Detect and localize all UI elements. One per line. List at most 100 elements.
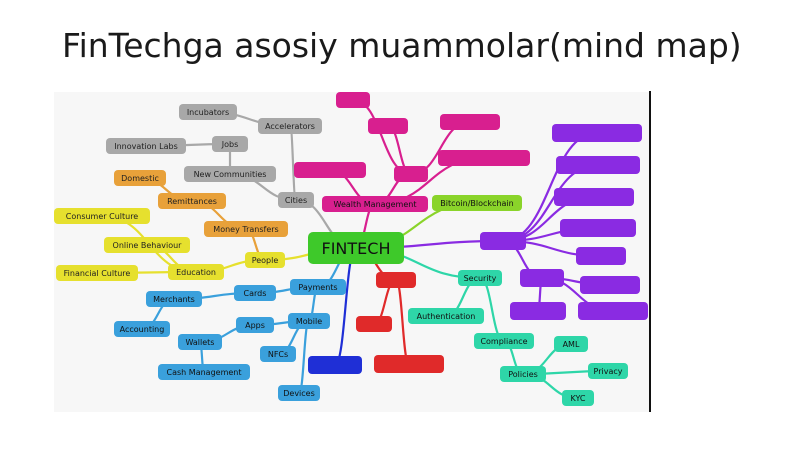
node-merchants: Merchants bbox=[146, 291, 202, 307]
node-box bbox=[438, 150, 530, 166]
node-label: Jobs bbox=[221, 140, 239, 149]
edge-cities-accelerators bbox=[288, 124, 298, 202]
node-p-9 bbox=[578, 302, 648, 320]
node-mobile: Mobile bbox=[288, 313, 330, 329]
center-node: FINTECH bbox=[308, 232, 404, 264]
node-box bbox=[114, 170, 166, 186]
node-kyc: KYC bbox=[562, 390, 594, 406]
node-box bbox=[288, 313, 330, 329]
node-m-1 bbox=[336, 92, 370, 108]
node-label: Bitcoin/Blockchain bbox=[440, 199, 513, 208]
node-box bbox=[500, 366, 546, 382]
node-box bbox=[114, 321, 170, 337]
node-label: Online Behaviour bbox=[113, 241, 183, 250]
node-box bbox=[588, 363, 628, 379]
node-box bbox=[294, 162, 366, 178]
node-label: Authentication bbox=[417, 312, 476, 321]
node-label: Cash Management bbox=[167, 368, 242, 377]
node-label: Wallets bbox=[186, 338, 215, 347]
node-box bbox=[278, 192, 314, 208]
node-box bbox=[458, 270, 502, 286]
node-box bbox=[158, 193, 226, 209]
node-m-6 bbox=[294, 162, 366, 178]
node-label: Devices bbox=[283, 389, 315, 398]
node-wealth-management: Wealth Management bbox=[322, 196, 428, 212]
node-m-4 bbox=[394, 166, 428, 182]
node-box bbox=[578, 302, 648, 320]
node-aml: AML bbox=[554, 336, 588, 352]
node-box bbox=[336, 92, 370, 108]
node-box bbox=[374, 355, 444, 373]
node-label: Payments bbox=[298, 283, 337, 292]
node-box bbox=[554, 188, 634, 206]
node-box bbox=[290, 279, 346, 295]
node-innovation-labs: Innovation Labs bbox=[106, 138, 186, 154]
node-box bbox=[322, 196, 428, 212]
node-privacy: Privacy bbox=[588, 363, 628, 379]
node-box bbox=[106, 138, 186, 154]
node-cash-management: Cash Management bbox=[158, 364, 250, 380]
node-box bbox=[356, 316, 392, 332]
center-node-box bbox=[308, 232, 404, 264]
node-label: NFCs bbox=[268, 350, 288, 359]
node-money-transfers: Money Transfers bbox=[204, 221, 288, 237]
node-authentication: Authentication bbox=[408, 308, 484, 324]
edge-r-1-r-3 bbox=[394, 278, 411, 366]
node-p-2 bbox=[556, 156, 640, 174]
node-box bbox=[510, 302, 566, 320]
node-box bbox=[168, 264, 224, 280]
node-box bbox=[562, 390, 594, 406]
node-apps: Apps bbox=[236, 317, 274, 333]
slide-title: FinTechga asosiy muammolar(mind map) bbox=[62, 27, 742, 65]
node-box bbox=[260, 346, 296, 362]
node-box bbox=[258, 118, 322, 134]
node-box bbox=[234, 285, 276, 301]
node-label: Apps bbox=[245, 321, 265, 330]
node-label: Incubators bbox=[187, 108, 229, 117]
node-m-5 bbox=[438, 150, 530, 166]
node-p-3 bbox=[554, 188, 634, 206]
node-box bbox=[440, 114, 500, 130]
node-box bbox=[480, 232, 526, 250]
node-box bbox=[376, 272, 416, 288]
node-blue-box bbox=[308, 356, 362, 374]
edge-security-compliance bbox=[479, 276, 505, 343]
node-compliance: Compliance bbox=[474, 333, 534, 349]
node-cities: Cities bbox=[278, 192, 314, 208]
node-label: Compliance bbox=[480, 337, 527, 346]
node-label: Policies bbox=[508, 370, 538, 379]
node-jobs: Jobs bbox=[212, 136, 248, 152]
node-label: Cities bbox=[285, 196, 307, 205]
node-box bbox=[178, 334, 222, 350]
node-label: People bbox=[252, 256, 279, 265]
node-label: Education bbox=[176, 268, 216, 277]
node-devices: Devices bbox=[278, 385, 320, 401]
node-security: Security bbox=[458, 270, 502, 286]
node-box bbox=[104, 237, 190, 253]
node-nfcs: NFCs bbox=[260, 346, 296, 362]
node-box bbox=[204, 221, 288, 237]
node-m-3 bbox=[440, 114, 500, 130]
node-bitcoin: Bitcoin/Blockchain bbox=[432, 195, 522, 211]
node-box bbox=[54, 208, 150, 224]
node-label: Privacy bbox=[594, 367, 623, 376]
node-p-7 bbox=[520, 269, 564, 287]
node-box bbox=[580, 276, 640, 294]
node-box bbox=[308, 356, 362, 374]
node-policies: Policies bbox=[500, 366, 546, 382]
node-box bbox=[212, 136, 248, 152]
node-consumer-culture: Consumer Culture bbox=[54, 208, 150, 224]
node-box bbox=[179, 104, 237, 120]
node-box bbox=[576, 247, 626, 265]
node-label: KYC bbox=[571, 394, 586, 403]
node-label: Cards bbox=[244, 289, 267, 298]
node-people: People bbox=[245, 252, 285, 268]
node-p-6 bbox=[580, 276, 640, 294]
node-label: Remittances bbox=[167, 197, 217, 206]
node-p-4 bbox=[560, 219, 636, 237]
node-domestic: Domestic bbox=[114, 170, 166, 186]
node-p-1 bbox=[552, 124, 642, 142]
node-box bbox=[394, 166, 428, 182]
